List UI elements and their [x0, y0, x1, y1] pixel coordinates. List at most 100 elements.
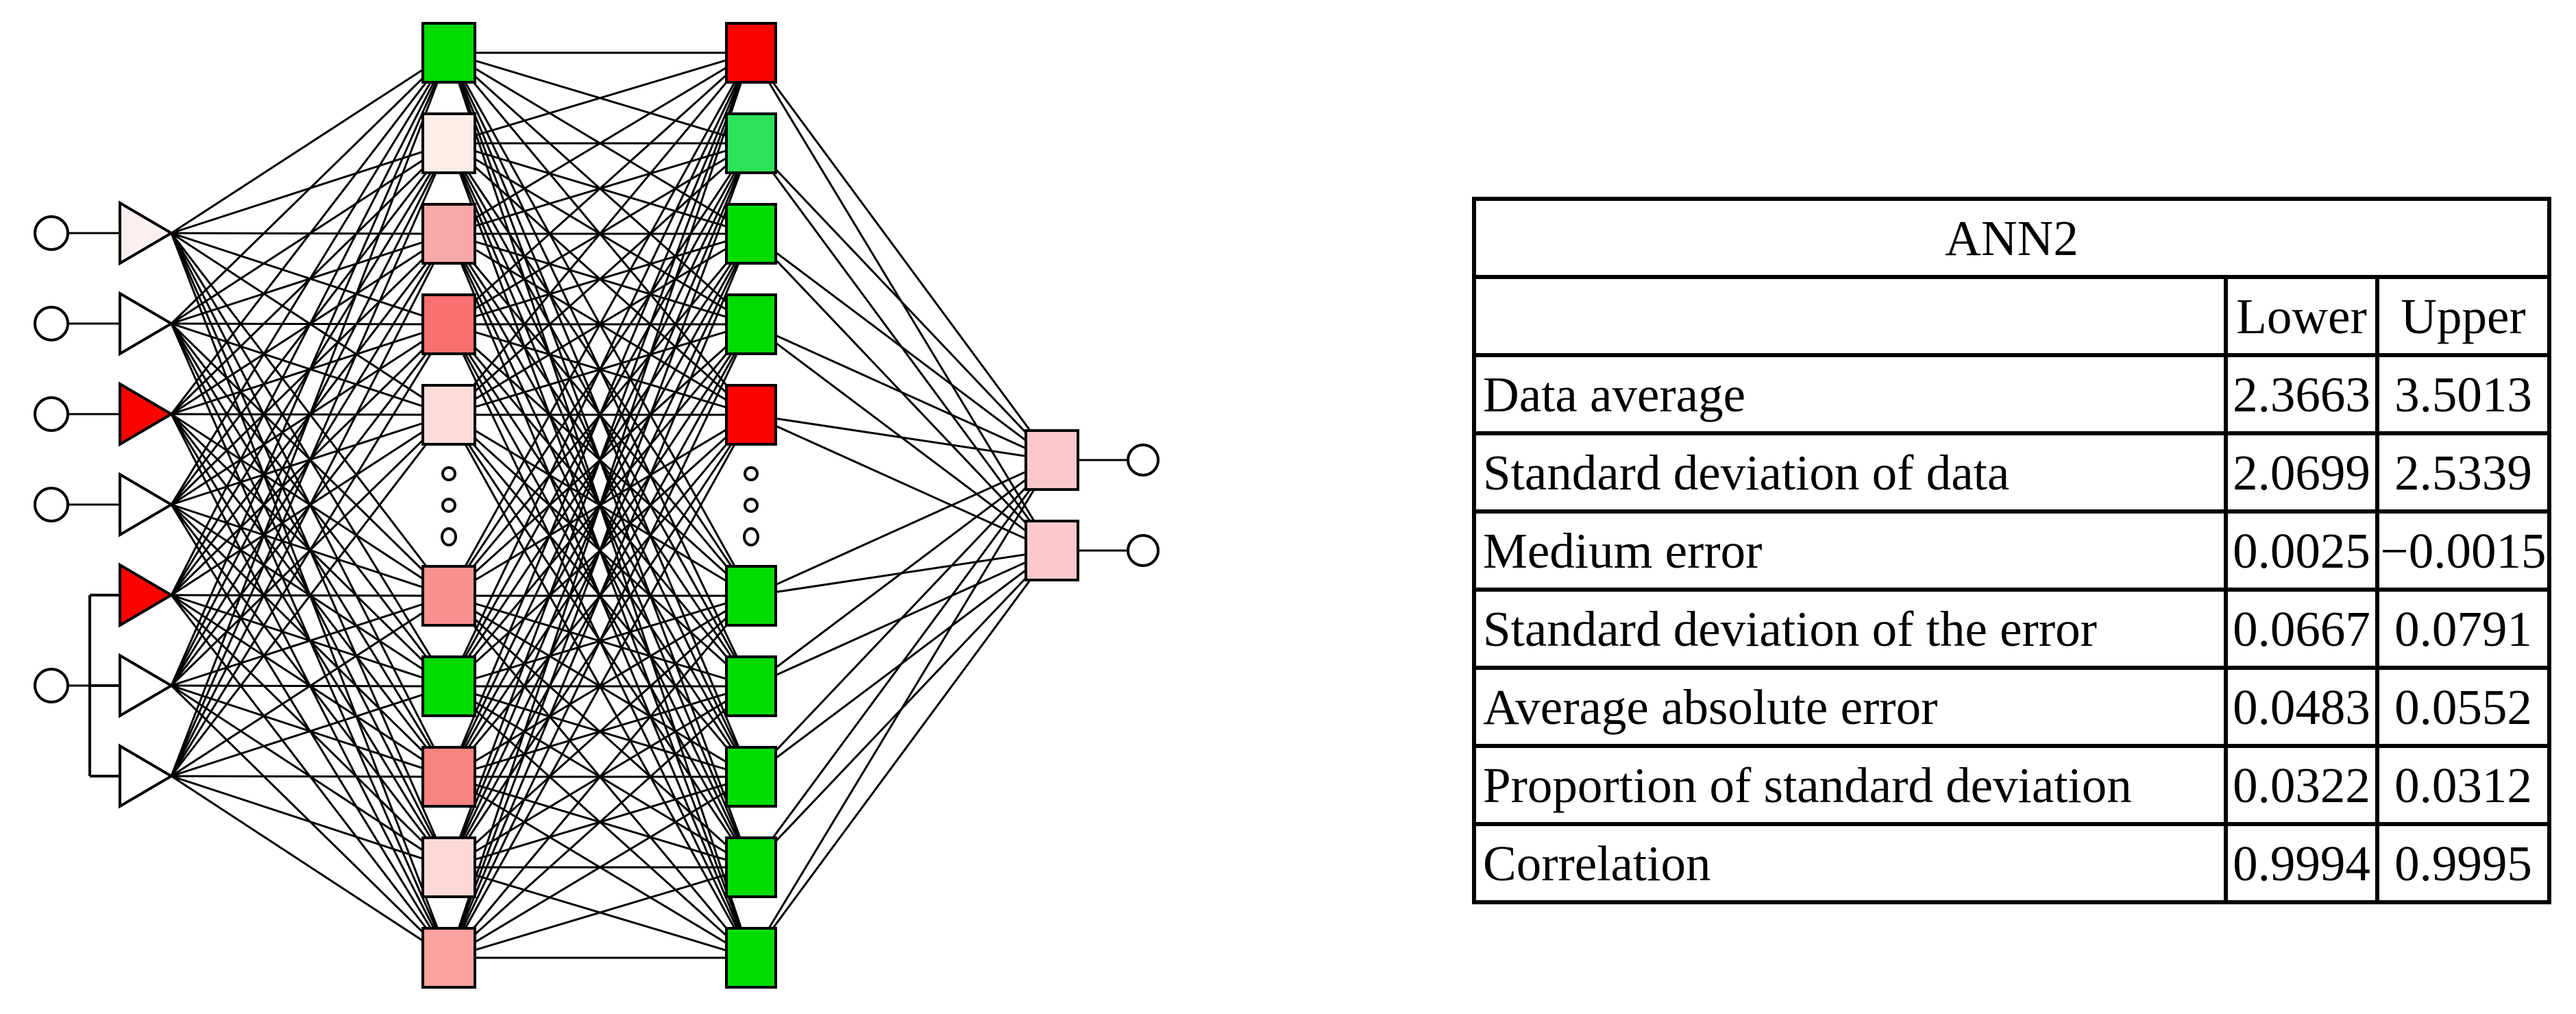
connection-line — [750, 459, 1053, 868]
row-upper-value: 0.0312 — [2375, 744, 2552, 826]
ellipsis-dot — [743, 527, 759, 546]
connection-line — [447, 233, 752, 958]
row-label: Standard deviation of data — [1472, 431, 2228, 514]
hidden1-node — [421, 927, 476, 989]
input-circle — [34, 215, 69, 251]
connection-line — [750, 232, 1053, 461]
connection-line — [447, 595, 752, 958]
input-circle — [34, 668, 69, 703]
hidden1-node — [421, 836, 476, 898]
row-lower-value: 0.9994 — [2224, 822, 2379, 904]
connection-line — [170, 52, 450, 596]
ellipsis-dot — [441, 466, 456, 481]
connection-line — [447, 51, 752, 326]
connection-line — [448, 51, 752, 145]
connection-line — [171, 51, 450, 234]
ann-network-diagram — [34, 22, 1160, 989]
row-label: Data average — [1472, 353, 2228, 435]
connection-line — [448, 866, 752, 959]
row-upper-value: 0.0552 — [2375, 666, 2552, 748]
input-circle — [34, 396, 69, 432]
connection-line — [750, 459, 1053, 958]
connection-line — [170, 52, 450, 505]
connection-line — [171, 775, 450, 869]
table-title-row: ANN2 — [1471, 197, 2552, 279]
hidden1-node — [421, 112, 476, 174]
connection-line — [750, 459, 1053, 688]
hidden2-node — [725, 565, 777, 627]
hidden2-node — [725, 112, 777, 174]
header-blank-cell — [1472, 275, 2228, 357]
connection-line — [170, 52, 450, 777]
table-row: Standard deviation of the error 0.0667 0… — [1472, 588, 2552, 670]
table-row: Correlation 0.9994 0.9995 — [1472, 822, 2552, 904]
table-row: Proportion of standard deviation 0.0322 … — [1472, 744, 2552, 826]
input-triangle — [119, 562, 174, 628]
connection-line — [170, 52, 450, 686]
connection-line — [750, 52, 1053, 461]
table-row: Standard deviation of data 2.0699 2.5339 — [1472, 431, 2552, 514]
connection-line — [170, 52, 450, 415]
connection-line — [447, 414, 752, 958]
row-lower-value: 0.0322 — [2224, 744, 2379, 826]
input-triangle — [119, 381, 174, 447]
hidden1-node — [421, 293, 476, 355]
connection-line — [170, 414, 450, 777]
row-lower-value: 0.0025 — [2224, 509, 2379, 592]
hidden1-node — [421, 746, 476, 808]
row-upper-value: 3.5013 — [2375, 353, 2552, 435]
connection-line — [447, 143, 752, 958]
row-upper-value: 0.9995 — [2375, 822, 2552, 904]
row-label: Proportion of standard deviation — [1472, 744, 2228, 826]
output-circle — [1127, 534, 1160, 567]
connection-line — [171, 594, 450, 777]
connection-line — [750, 459, 1053, 778]
ann2-results-table: ANN2 Lower Upper Data average 2.3663 3.5… — [1471, 197, 2552, 904]
row-label: Medium error — [1472, 509, 2228, 592]
row-upper-value: 0.0791 — [2375, 588, 2552, 670]
connection-line — [170, 324, 450, 777]
row-label: Standard deviation of the error — [1472, 588, 2228, 670]
hidden2-node — [725, 746, 777, 808]
hidden2-node — [725, 927, 777, 989]
row-lower-value: 0.0483 — [2224, 666, 2379, 748]
connection-line — [750, 323, 1053, 461]
hidden2-node — [725, 655, 777, 717]
connection-line — [171, 775, 450, 959]
table-header-row: Lower Upper — [1472, 275, 2552, 357]
header-lower: Lower — [2224, 275, 2379, 357]
row-lower-value: 0.0667 — [2224, 588, 2379, 670]
output-node — [1025, 520, 1079, 581]
hidden2-node — [725, 22, 777, 84]
row-upper-value: −0.0015 — [2375, 509, 2552, 592]
connection-line — [750, 142, 1053, 461]
input-triangle — [119, 743, 174, 809]
hidden2-node — [725, 384, 777, 446]
table-row: Medium error 0.0025 −0.0015 — [1472, 509, 2552, 592]
connection-line — [447, 52, 752, 868]
ellipsis-dot — [744, 466, 759, 481]
hidden2-node — [725, 203, 777, 265]
connection-line — [447, 52, 752, 958]
hidden1-node — [421, 22, 476, 84]
connection-line — [750, 413, 1053, 552]
hidden2-node — [725, 836, 777, 898]
connection-line — [448, 51, 752, 235]
hidden1-node — [421, 655, 476, 717]
input-triangle — [119, 200, 174, 266]
connection-line — [750, 550, 1053, 958]
connection-line — [171, 775, 450, 778]
row-lower-value: 2.0699 — [2224, 431, 2379, 514]
table-title: ANN2 — [1471, 197, 2552, 279]
row-lower-value: 2.3663 — [2224, 353, 2379, 435]
hidden2-node — [725, 293, 777, 355]
output-circle — [1127, 444, 1160, 476]
input-triangle — [119, 653, 174, 719]
ellipsis-dot — [441, 527, 457, 546]
connection-line — [447, 52, 752, 777]
row-label: Correlation — [1472, 822, 2228, 904]
connection-line — [448, 775, 752, 959]
connection-line — [447, 52, 752, 596]
input-circle — [34, 306, 69, 341]
ellipsis-dot — [441, 498, 456, 513]
